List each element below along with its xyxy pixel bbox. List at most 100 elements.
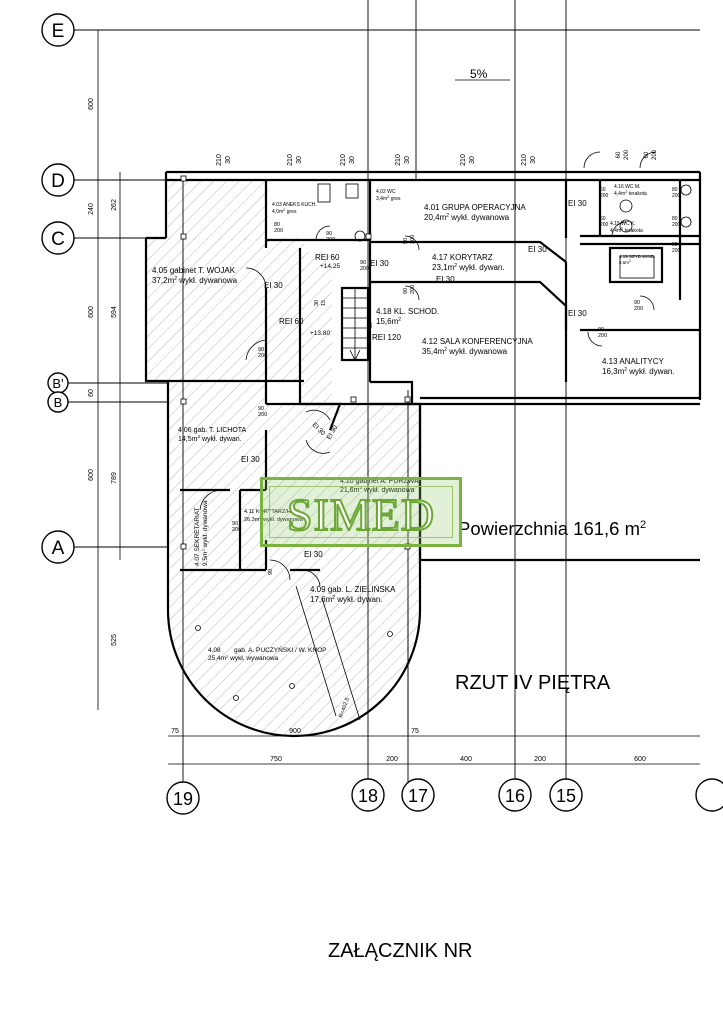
svg-text:30: 30 — [530, 156, 537, 164]
svg-text:30: 30 — [314, 300, 320, 306]
room-4-13: 4.13 ANALITYCY 16,3m2 wykł. dywan. — [602, 357, 675, 376]
svg-text:200: 200 — [360, 266, 369, 272]
svg-text:600: 600 — [88, 98, 95, 110]
svg-text:90: 90 — [258, 347, 264, 353]
area-summary: Powierzchnia 161,6 m2 — [458, 518, 646, 539]
svg-text:REI 120: REI 120 — [372, 333, 401, 342]
svg-text:17: 17 — [408, 786, 428, 806]
svg-text:210: 210 — [216, 154, 223, 166]
svg-text:90: 90 — [403, 238, 409, 244]
svg-text:90: 90 — [634, 300, 640, 306]
axis-bubble-C: C — [41, 221, 75, 255]
svg-text:4,4m2 terakota: 4,4m2 terakota — [610, 226, 643, 234]
room-4-02: 4.02 WC 3,4m2 gres — [376, 189, 401, 202]
room-4-16: 4.16 WC M. 4,4m2 terakota — [614, 184, 647, 197]
svg-text:60: 60 — [644, 151, 650, 158]
axis-bubble-15: 15 — [549, 778, 583, 812]
axis-bubble-D: D — [41, 163, 75, 197]
svg-text:200: 200 — [326, 237, 335, 243]
svg-text:200: 200 — [410, 285, 416, 294]
svg-text:18: 18 — [358, 786, 378, 806]
svg-text:525: 525 — [111, 634, 118, 646]
details — [168, 151, 700, 765]
svg-text:594: 594 — [111, 306, 118, 318]
svg-text:17,6m2 wykł. dywan.: 17,6m2 wykł. dywan. — [310, 595, 383, 604]
svg-text:262: 262 — [111, 199, 118, 211]
svg-text:200: 200 — [258, 353, 267, 359]
room-4-01: 4.01 GRUPA OPERACYJNA 20,4m2 wykł. dywan… — [424, 203, 526, 222]
room-4-09: 4.09 gab. L. ZIELIŃSKA 17,6m2 wykł. dywa… — [310, 585, 396, 604]
svg-text:REI 60: REI 60 — [315, 253, 340, 262]
svg-text:200: 200 — [672, 222, 681, 228]
svg-text:60: 60 — [88, 389, 95, 397]
svg-text:200: 200 — [624, 149, 630, 160]
svg-text:600: 600 — [88, 469, 95, 481]
svg-text:4.01 GRUPA OPERACYJNA: 4.01 GRUPA OPERACYJNA — [424, 203, 526, 212]
svg-text:200: 200 — [652, 149, 658, 160]
svg-text:4.16 WC M.: 4.16 WC M. — [614, 184, 640, 190]
svg-text:14,5m2 wykł. dywan.: 14,5m2 wykł. dywan. — [178, 434, 242, 443]
svg-text:4.18 KL. SCHOD.: 4.18 KL. SCHOD. — [376, 307, 439, 316]
svg-text:4.12 SALA KONFERENCYJNA: 4.12 SALA KONFERENCYJNA — [422, 337, 533, 346]
svg-text:5%: 5% — [470, 67, 488, 81]
svg-text:200: 200 — [672, 248, 681, 254]
svg-text:4.09 gab. L. ZIELIŃSKA: 4.09 gab. L. ZIELIŃSKA — [310, 585, 396, 594]
svg-text:75: 75 — [411, 728, 419, 735]
svg-text:EI 30: EI 30 — [264, 281, 283, 290]
svg-text:60: 60 — [600, 216, 606, 222]
svg-text:60: 60 — [600, 187, 606, 193]
svg-text:23,1m2 wykł. dywan.: 23,1m2 wykł. dywan. — [432, 263, 505, 272]
svg-text:19: 19 — [173, 789, 193, 809]
svg-text:4.08: 4.08 — [208, 647, 221, 654]
svg-text:90: 90 — [403, 288, 409, 294]
svg-text:9,5m2 wykł. dywanowa: 9,5m2 wykł. dywanowa — [201, 500, 209, 566]
svg-text:4.02 WC: 4.02 WC — [376, 189, 396, 195]
svg-text:B: B — [54, 395, 63, 410]
svg-text:4.13 ANALITYCY: 4.13 ANALITYCY — [602, 357, 664, 366]
svg-text:4,4m2 terakota: 4,4m2 terakota — [614, 189, 647, 197]
svg-text:200: 200 — [232, 527, 241, 533]
room-4-19: 4.19 SZYB WIND. 3,6m2 — [619, 254, 655, 265]
simed-logo-stamp: SIMED — [260, 477, 462, 547]
logo-text: SIMED — [286, 488, 436, 541]
door-size-labels: 80 200 90 200 90 200 90 200 90 200 90 20… — [232, 187, 681, 575]
svg-text:200: 200 — [534, 756, 546, 763]
svg-text:15: 15 — [556, 786, 576, 806]
svg-text:D: D — [51, 171, 65, 192]
svg-text:EI 30: EI 30 — [528, 245, 547, 254]
svg-text:60: 60 — [616, 151, 622, 158]
svg-text:EI 30: EI 30 — [370, 259, 389, 268]
room-4-08: 4.08 25,4m2 wykł. wywanowa gab. A. PUCZY… — [208, 645, 326, 662]
axis-bubble-17: 17 — [401, 778, 435, 812]
svg-text:600: 600 — [634, 756, 646, 763]
svg-text:30: 30 — [225, 156, 232, 164]
svg-text:30: 30 — [404, 156, 411, 164]
svg-text:3,6m2: 3,6m2 — [619, 259, 631, 265]
svg-text:90: 90 — [232, 521, 238, 527]
svg-text:4.05 gabinet T. WOJAK: 4.05 gabinet T. WOJAK — [152, 266, 236, 275]
svg-text:4.15 WC K.: 4.15 WC K. — [610, 221, 636, 227]
svg-text:90: 90 — [258, 406, 264, 412]
svg-text:37,2m2 wykł. dywanowa: 37,2m2 wykł. dywanowa — [152, 276, 238, 285]
svg-text:4.07 SEKRETARIAT: 4.07 SEKRETARIAT — [194, 507, 201, 566]
svg-text:240: 240 — [88, 203, 95, 215]
attachment-footer: ZAŁĄCZNIK NR — [328, 940, 472, 962]
svg-text:A: A — [52, 538, 65, 559]
svg-text:EI 30: EI 30 — [568, 309, 587, 318]
axis-bubble-B: B — [47, 391, 69, 413]
svg-text:4.10 gabinet A. PURZWA: 4.10 gabinet A. PURZWA — [340, 478, 419, 485]
svg-text:+13.80: +13.80 — [310, 330, 330, 337]
svg-text:900: 900 — [289, 728, 301, 735]
svg-text:35,4m2 wykł. dywanowa: 35,4m2 wykł. dywanowa — [422, 347, 508, 356]
svg-text:C: C — [51, 229, 65, 250]
svg-text:200: 200 — [386, 756, 398, 763]
walls — [144, 170, 702, 738]
axis-bubble-E: E — [41, 13, 75, 47]
svg-text:789: 789 — [111, 472, 118, 484]
svg-text:80: 80 — [672, 187, 678, 193]
svg-text:200: 200 — [672, 193, 681, 199]
svg-text:75: 75 — [171, 728, 179, 735]
svg-text:4.17 KORYTARZ: 4.17 KORYTARZ — [432, 253, 493, 262]
svg-text:600: 600 — [88, 306, 95, 318]
grid-lines — [68, 0, 700, 784]
